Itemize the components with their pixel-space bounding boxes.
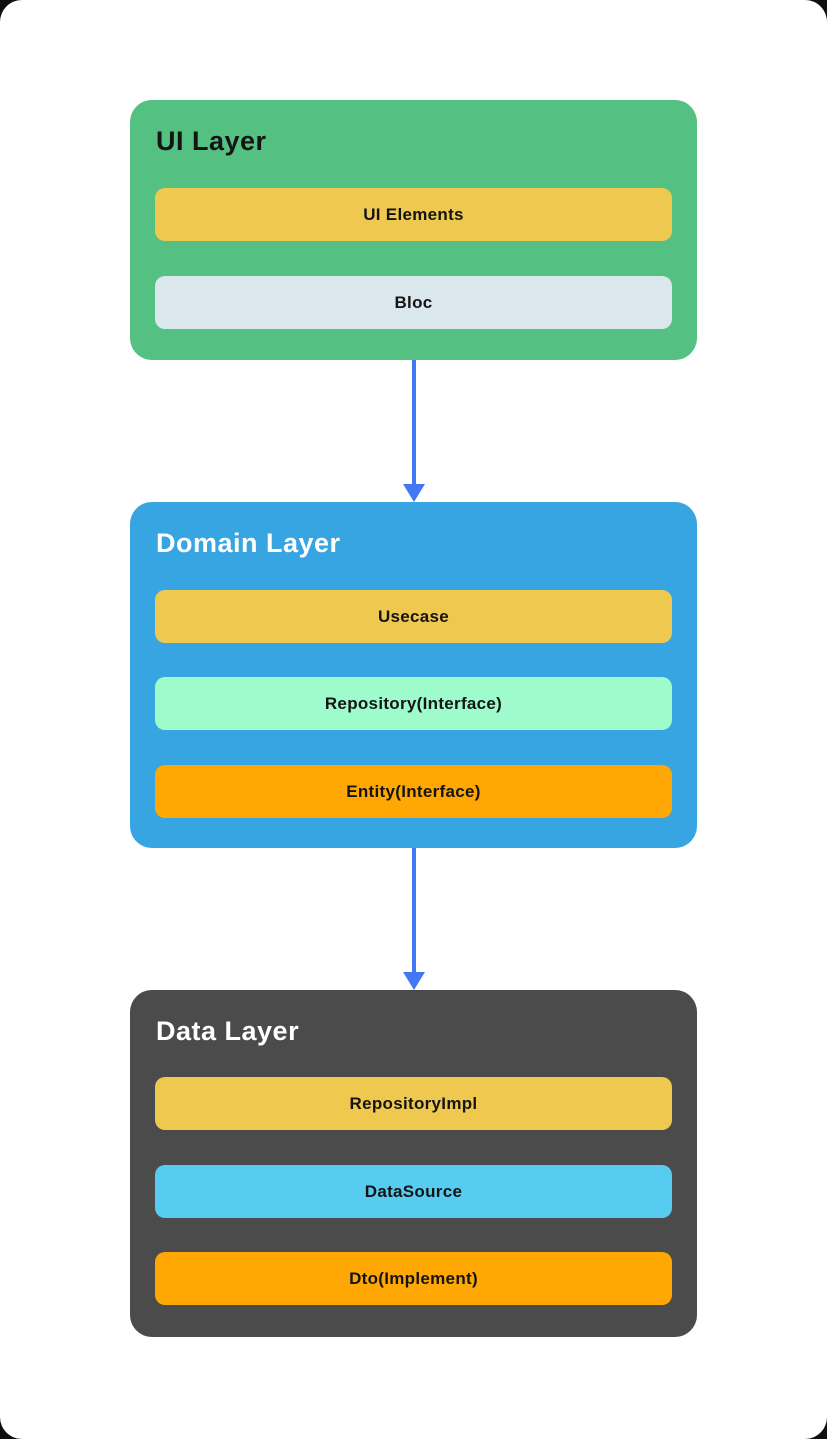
ui-elements-label: UI Elements [363, 204, 464, 224]
usecase-block: Usecase [155, 590, 672, 643]
arrow-domain-to-data-icon [403, 848, 425, 990]
data-layer-title: Data Layer [156, 1016, 300, 1046]
arrow-head [403, 972, 425, 990]
ui-elements-block: UI Elements [155, 188, 672, 241]
repository-impl-label: RepositoryImpl [349, 1093, 478, 1113]
data-layer-card: Data Layer RepositoryImpl DataSource Dto… [130, 990, 697, 1337]
arrow-ui-to-domain-icon [403, 360, 425, 502]
domain-layer-card: Domain Layer Usecase Repository(Interfac… [130, 502, 697, 848]
arrow-head [403, 484, 425, 502]
domain-layer-title: Domain Layer [156, 528, 341, 558]
datasource-block: DataSource [155, 1165, 672, 1218]
usecase-label: Usecase [377, 606, 450, 626]
repository-impl-block: RepositoryImpl [155, 1077, 672, 1130]
dto-implement-label: Dto(Implement) [349, 1268, 478, 1288]
repository-interface-block: Repository(Interface) [155, 677, 672, 730]
entity-interface-block: Entity(Interface) [155, 765, 672, 818]
repository-interface-label: Repository(Interface) [324, 693, 503, 713]
ui-layer-card: UI Layer UI Elements Bloc [130, 100, 697, 360]
datasource-label: DataSource [364, 1181, 463, 1201]
ui-layer-title: UI Layer [156, 126, 267, 156]
bloc-label: Bloc [394, 292, 433, 312]
entity-interface-label: Entity(Interface) [346, 781, 481, 801]
bloc-block: Bloc [155, 276, 672, 329]
dto-implement-block: Dto(Implement) [155, 1252, 672, 1305]
